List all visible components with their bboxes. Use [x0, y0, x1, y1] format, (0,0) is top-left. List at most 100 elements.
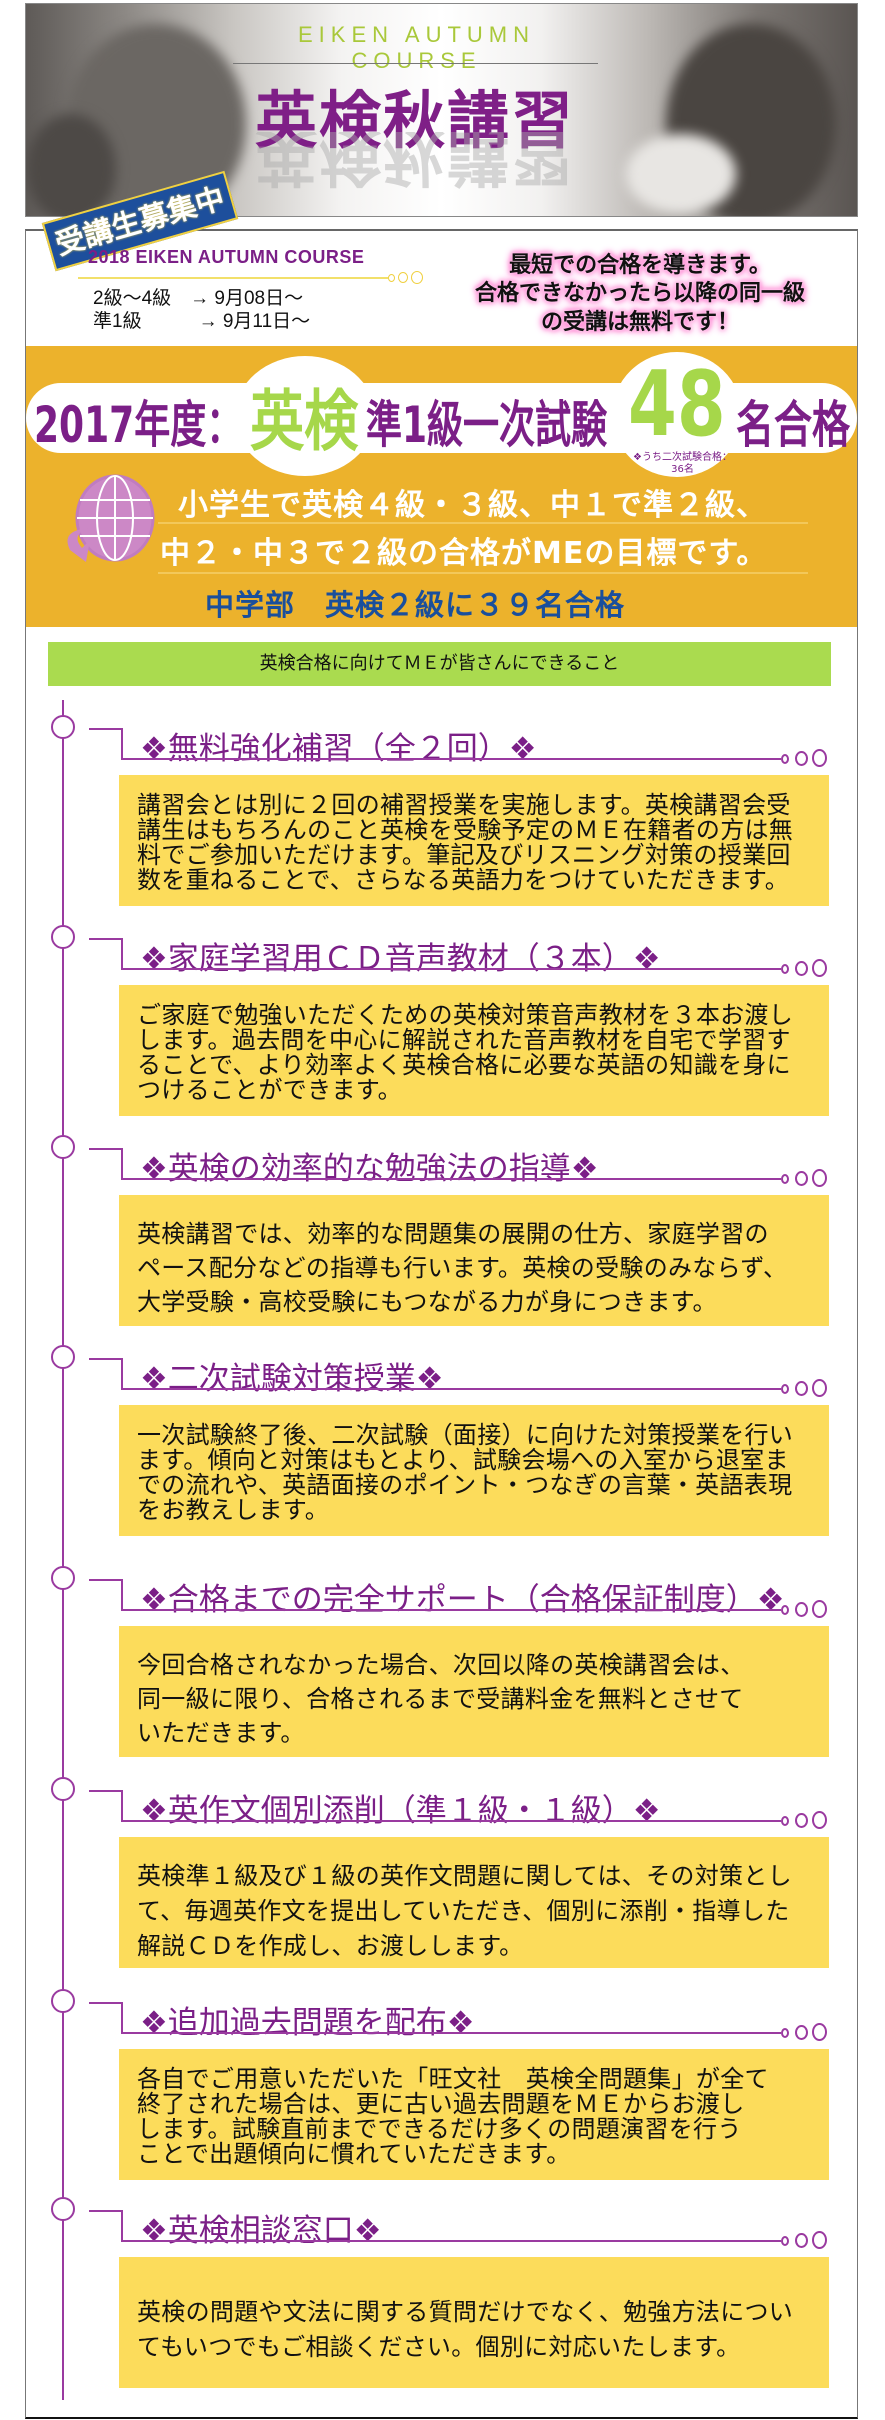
course-divider	[78, 277, 388, 279]
heading-bracket	[89, 938, 123, 968]
heading-bracket	[89, 728, 123, 758]
description-line: ます。傾向と対策はもとより、試験会場への入室から退室ま	[137, 1446, 789, 1474]
description-line: します。過去問を中心に解説された音声教材を自宅で学習す	[137, 1026, 791, 1054]
circle-ornament	[812, 1379, 827, 1397]
description-line: つけることができます。	[137, 1076, 402, 1104]
feature-section: ❖英作文個別添削（準１級・１級）❖ 英検準１級及び１級の英作文問題に関しては、その…	[0, 1777, 885, 1977]
timeline-node	[51, 1566, 75, 1590]
circle-ornament	[812, 1600, 827, 1618]
feature-description: ご家庭で勉強いただくための英検対策音声教材を３本お渡しします。過去問を中心に解説…	[119, 985, 829, 1116]
feature-section: ❖家庭学習用ＣＤ音声教材（３本）❖ ご家庭で勉強いただくための英検対策音声教材を３…	[0, 925, 885, 1125]
circle-ornament	[781, 2236, 789, 2246]
intro-bar: 英検合格に向けてＭＥが皆さんにできること	[48, 642, 831, 686]
circle-ornament	[781, 2028, 789, 2038]
hero-title: 英検秋講習	[254, 84, 575, 157]
description-line: 一次試験終了後、二次試験（面接）に向けた対策授業を行い	[137, 1421, 794, 1449]
heading-underline	[121, 758, 781, 760]
description-line: 英検講習では、効率的な問題集の展開の仕方、家庭学習の	[137, 1220, 769, 1248]
feature-title: ❖英検の効率的な勉強法の指導❖	[140, 1151, 599, 1187]
description-line: てもいつでもご相談ください。個別に対応いたします。	[137, 2333, 741, 2361]
heading-underline	[121, 2240, 781, 2242]
heading-bracket	[89, 1358, 123, 1388]
description-line: 英検の問題や文法に関する質問だけでなく、勉強方法につい	[137, 2298, 794, 2326]
heading-bracket	[89, 2210, 123, 2240]
description-line: 終了された場合は、更に古い過去問題をＭＥからお渡し	[137, 2090, 745, 2118]
hero-banner	[25, 3, 858, 217]
globe-icon	[67, 474, 155, 562]
feature-title: ❖合格までの完全サポート（合格保証制度）❖	[140, 1582, 785, 1618]
feature-title: ❖英作文個別添削（準１級・１級）❖	[140, 1793, 661, 1829]
description-line: 解説ＣＤを作成し、お渡しします。	[137, 1932, 524, 1960]
circle-ornament	[388, 274, 395, 282]
circle-ornament	[781, 1384, 789, 1394]
heading-underline	[121, 968, 781, 970]
timeline-node	[51, 1345, 75, 1369]
goal-line: 中２・中３で２級の合格がMEの目標です。	[160, 536, 768, 571]
feature-description: 講習会とは別に２回の補習授業を実施します。英検講習会受講生はもちろんのこと英検を…	[119, 775, 829, 906]
description-line: 今回合格されなかった場合、次回以降の英検講習会は、	[137, 1651, 745, 1679]
exam-paper	[626, 134, 736, 214]
feature-title: ❖無料強化補習（全２回）❖	[140, 731, 537, 767]
description-line: 大学受験・高校受験にもつながる力が身につきます。	[137, 1288, 717, 1316]
promo-line: 最短での合格を導きます。	[509, 253, 771, 278]
course-name: 2018 EIKEN AUTUMN COURSE	[88, 247, 365, 267]
description-line: いただきます。	[137, 1719, 305, 1747]
description-line: します。試験直前までできるだけ多くの問題演習を行う	[137, 2115, 742, 2143]
heading-underline	[121, 1388, 781, 1390]
heading-bracket	[89, 1148, 123, 1178]
circle-ornament	[411, 271, 423, 284]
circle-ornament	[812, 1169, 827, 1187]
content-frame	[25, 229, 858, 2419]
feature-title: ❖家庭学習用ＣＤ音声教材（３本）❖	[140, 941, 661, 977]
circle-ornament	[812, 1811, 827, 1829]
feature-section: ❖英検の効率的な勉強法の指導❖ 英検講習では、効率的な問題集の展開の仕方、家庭学習…	[0, 1135, 885, 1335]
circle-ornament	[781, 1605, 789, 1615]
timeline-node	[51, 925, 75, 949]
second-stage-note: ❖うち二次試験合格： 36名	[633, 452, 732, 476]
circle-ornament	[812, 2023, 827, 2041]
promo-line: の受講は無料です！	[540, 310, 739, 335]
divider	[158, 572, 808, 574]
circle-ornament	[398, 272, 408, 283]
feature-section: ❖合格までの完全サポート（合格保証制度）❖ 今回合格されなかった場合、次回以降の英…	[0, 1566, 885, 1766]
circle-ornament	[812, 2231, 827, 2249]
note-count: 36名	[671, 464, 694, 475]
feature-description: 今回合格されなかった場合、次回以降の英検講習会は、同一級に限り、合格されるまで受…	[119, 1626, 829, 1757]
circle-ornament	[795, 2233, 808, 2248]
feature-description: 英検準１級及び１級の英作文問題に関しては、その対策として、毎週英作文を提出してい…	[119, 1837, 829, 1968]
feature-section: ❖追加過去問題を配布❖各自でご用意いただいた「旺文社 英検全問題集」が全て終了さ…	[0, 1989, 885, 2189]
result-passed: 名合格	[736, 396, 850, 454]
feature-description: 英検の問題や文法に関する質問だけでなく、勉強方法についてもいつでもご相談ください…	[119, 2257, 829, 2388]
heading-underline	[121, 1820, 781, 1822]
description-line: 講生はもちろんのこと英検を受験予定のＭＥ在籍者の方は無	[137, 816, 794, 844]
feature-description: 各自でご用意いただいた「旺文社 英検全問題集」が全て終了された場合は、更に古い過…	[119, 2049, 829, 2180]
note-label: ❖うち二次試験合格：	[633, 452, 732, 463]
heading-bracket	[89, 1790, 123, 1820]
goal-line: 小学生で英検４級・３級、中１で準２級、	[178, 488, 767, 523]
timeline-node	[51, 1989, 75, 2013]
circle-ornament	[812, 959, 827, 977]
timeline-node	[51, 715, 75, 739]
description-line: 数を重ねることで、さらなる英語力をつけていただきます。	[137, 866, 790, 894]
heading-bracket	[89, 2002, 123, 2032]
schedule-date: 準1級 → 9月11日～	[93, 311, 311, 332]
feature-section: ❖英検相談窓口❖ 英検の問題や文法に関する質問だけでなく、勉強方法についてもいつで…	[0, 2197, 885, 2397]
hero-divider	[233, 63, 598, 64]
feature-section: ❖無料強化補習（全２回）❖ 講習会とは別に２回の補習授業を実施します。英検講習会受…	[0, 715, 885, 915]
circle-ornament	[781, 1174, 789, 1184]
description-line: ペース配分などの指導も行います。英検の受験のみならず、	[137, 1254, 788, 1282]
feature-title: ❖英検相談窓口❖	[140, 2213, 382, 2249]
junior-high-result: 中学部 英検２級に３９名合格	[205, 588, 626, 622]
result-count: 48	[628, 352, 726, 457]
timeline-node	[51, 2197, 75, 2221]
result-eiken: 英検	[250, 383, 359, 460]
heading-underline	[121, 1178, 781, 1180]
description-line: をお教えします。	[137, 1496, 329, 1524]
description-line: 各自でご用意いただいた「旺文社 英検全問題集」が全て	[137, 2065, 769, 2093]
description-line: ることで、より効率よく英検合格に必要な英語の知識を身に	[137, 1051, 791, 1079]
heading-underline	[121, 2032, 781, 2034]
hero-title-reflection: 英検秋講習	[254, 132, 575, 193]
timeline-node	[51, 1135, 75, 1159]
circle-ornament	[781, 964, 789, 974]
student-photo-left-back	[26, 114, 116, 216]
